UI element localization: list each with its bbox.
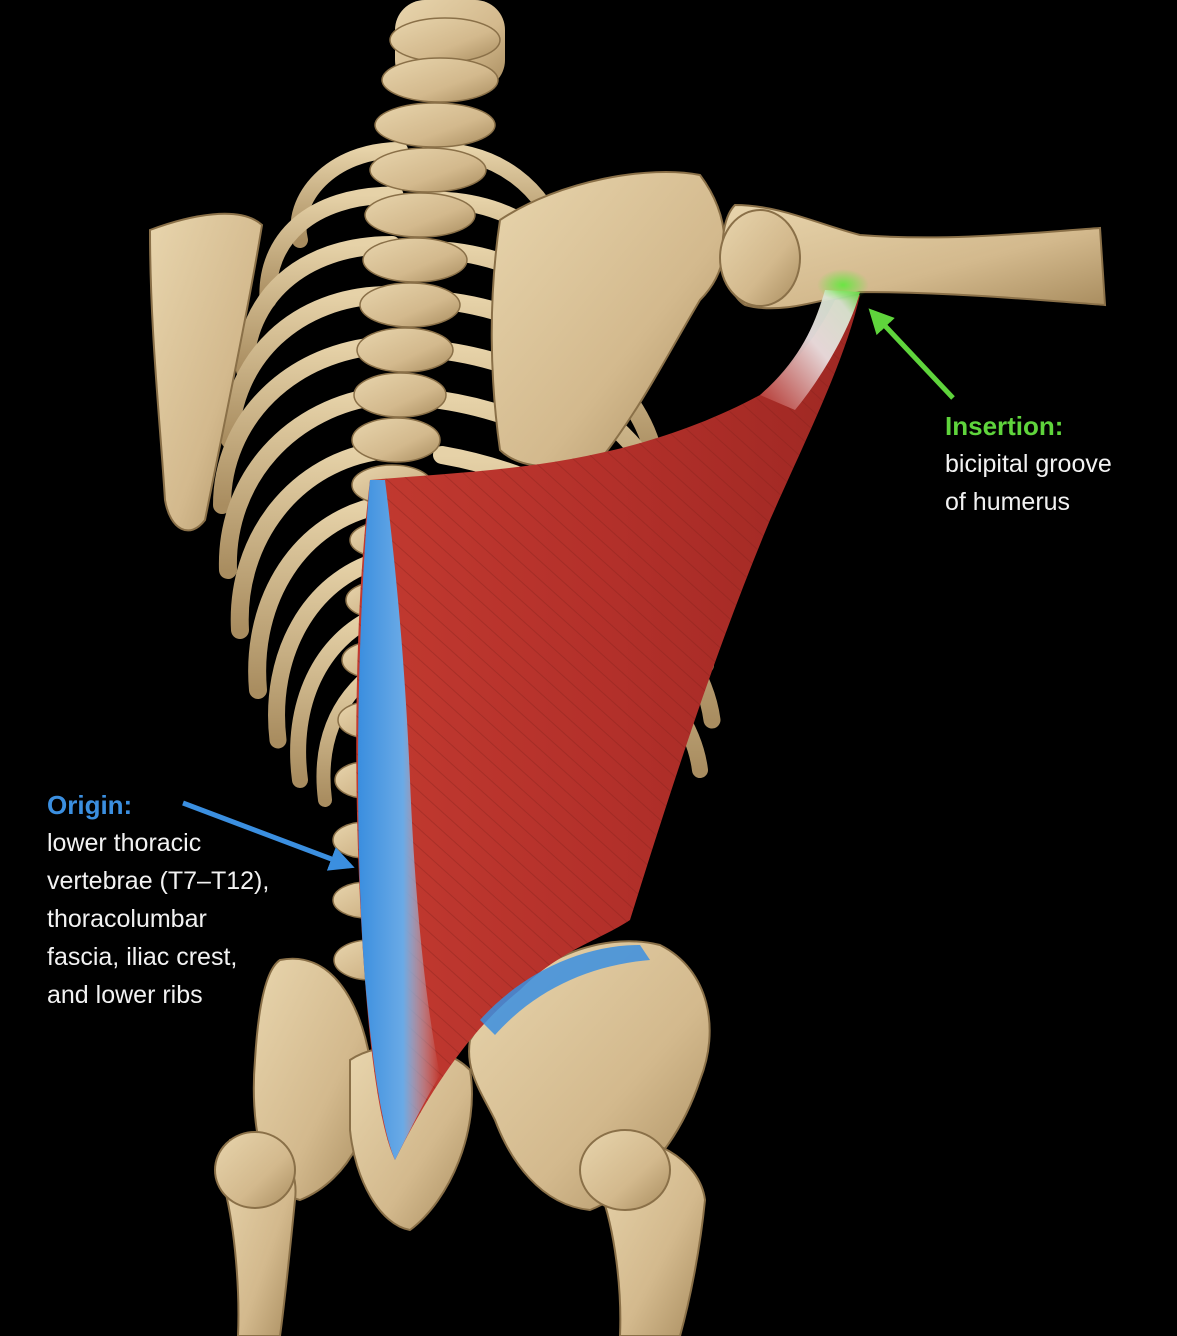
- latissimus-dorsi-muscle: [356, 269, 869, 1160]
- origin-label: Origin: lower thoracic vertebrae (T7–T12…: [47, 786, 269, 1014]
- origin-title: Origin:: [47, 790, 133, 820]
- insertion-arrow: [868, 308, 955, 400]
- origin-line: and lower ribs: [47, 981, 203, 1009]
- insertion-title: Insertion:: [945, 411, 1064, 441]
- insertion-label: Insertion: bicipital groove of humerus: [945, 407, 1112, 521]
- origin-line: lower thoracic: [47, 829, 202, 857]
- left-scapula: [148, 212, 264, 532]
- right-scapula: [490, 171, 726, 468]
- origin-line: vertebrae (T7–T12),: [47, 867, 270, 895]
- origin-arrow: [182, 800, 355, 871]
- origin-line: fascia, iliac crest,: [47, 943, 238, 971]
- origin-line: thoracolumbar: [47, 905, 207, 933]
- pelvis: [214, 940, 711, 1336]
- humerus: [719, 203, 1107, 310]
- insertion-line: of humerus: [945, 488, 1071, 516]
- insertion-line: bicipital groove: [945, 450, 1112, 478]
